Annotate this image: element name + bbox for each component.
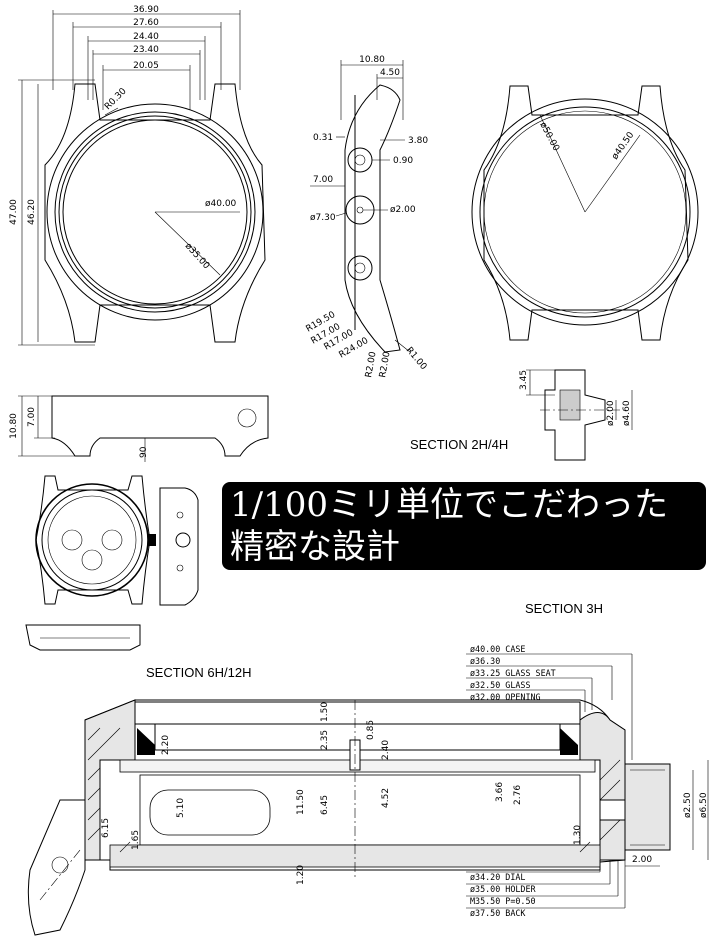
sec6-dim-1-30: 1.30 [573,825,583,845]
spec-glass-seat: ø33.25 GLASS SEAT [470,668,556,678]
lug-dim-90: 90 [139,446,149,458]
side-dim-10-80: 10.80 [359,55,385,65]
sec6-dim-5-10: 5.10 [176,798,186,818]
headline-text: 1/100ミリ単位でこだわった 精密な設計 [230,484,668,568]
sec6-dim-3-66: 3.66 [495,782,505,802]
sec6-dim-4-52: 4.52 [381,788,391,808]
back-dia-50: ø50.00 [537,121,561,154]
sec6-dim-2-40: 2.40 [381,740,391,760]
lug-view: 10.80 7.00 90 [9,395,269,462]
dim-width-27-60: 27.60 [133,18,159,28]
spec-holder: ø35.00 HOLDER [470,884,537,894]
section-6h12h: SECTION 6H/12H ø40.00 CASE ø36.30 ø33.25… [27,644,709,936]
sec6-dim-1-50: 1.50 [320,702,330,722]
spec-thread: M35.50 P=0.50 [470,896,536,906]
side-dim-7-00: 7.00 [313,175,333,185]
sec6-dim-11-50: 11.50 [296,789,306,815]
dim-width-23-40: 23.40 [133,45,159,55]
dim-dia-40: ø40.00 [205,199,237,209]
spec-36-30: ø36.30 [470,656,500,666]
sec6-dim-6-15: 6.15 [101,818,111,838]
headline-banner: 1/100ミリ単位でこだわった 精密な設計 [222,482,706,570]
sec6-dim-dia-6-50: ø6.50 [699,792,709,818]
side-dim-0-90: 0.90 [393,156,413,166]
side-r1-00: R1.00 [404,346,429,373]
sec2-dim-3-45: 3.45 [519,370,529,390]
hatch-right [579,712,626,861]
dim-width-36-90: 36.90 [133,5,159,15]
lug-dim-7-00: 7.00 [27,407,37,427]
spec-back: ø37.50 BACK [470,908,526,918]
sec6-dim-dia-2-50: ø2.50 [683,792,693,818]
dim-height-47-00: 47.00 [9,199,19,225]
section-3h-label: SECTION 3H [525,601,603,616]
spec-dial: ø34.20 DIAL [470,872,525,882]
spec-case: ø40.00 CASE [470,644,525,654]
dim-height-46-20: 46.20 [27,199,37,225]
sec2-dim-dia-4-6: ø4.60 [622,400,632,426]
side-dim-4-50: 4.50 [380,68,400,78]
headline-line-1: 1/100ミリ単位でこだわった [230,485,668,525]
sec6-dim-1-20: 1.20 [296,865,306,885]
back-view: ø50.00 ø40.50 [471,85,699,341]
sec6-dim-2-20: 2.20 [161,735,171,755]
side-dim-dia-2-00: ø2.00 [390,205,416,215]
sec6-dim-0-85: 0.85 [366,720,376,740]
back-dia-40-50: ø40.50 [610,130,636,162]
dim-width-24-40: 24.40 [133,32,159,42]
section-6h12h-label: SECTION 6H/12H [146,665,251,680]
section-2h4h-label: SECTION 2H/4H [410,437,508,452]
sec2-dim-dia-2: ø2.00 [606,400,616,426]
dim-width-20-05: 20.05 [133,61,159,71]
side-dim-3-80: 3.80 [408,136,428,146]
side-r2-00-b: R2.00 [378,351,392,379]
sec6-dim-1-65: 1.65 [131,830,141,850]
sec6-dim-6-45: 6.45 [320,795,330,815]
sec6-dim-2-00: 2.00 [632,855,652,865]
section-2h4h: 3.45 ø2.00 ø4.60 SECTION 2H/4H [410,369,633,461]
headline-line-2: 精密な設計 [230,527,400,567]
side-view: 10.80 4.50 0.31 3.80 0.90 7.00 ø7.30 ø2.… [305,55,429,379]
spec-opening: ø32.00 OPENING [470,692,541,702]
sec6-dim-2-76: 2.76 [513,785,523,805]
dim-dia-35: ø35.00 [183,241,212,271]
side-r2-00-a: R2.00 [364,351,378,379]
side-dim-dia-7-30: ø7.30 [310,213,336,223]
front-view: 36.90 27.60 24.40 23.40 20.05 47.00 46.2… [9,5,266,346]
sec6-dim-2-35: 2.35 [320,730,330,750]
chrono-views [25,475,199,651]
lug-dim-10-80: 10.80 [9,413,19,439]
side-dim-0-31: 0.31 [313,133,333,143]
spec-glass: ø32.50 GLASS [470,680,531,690]
